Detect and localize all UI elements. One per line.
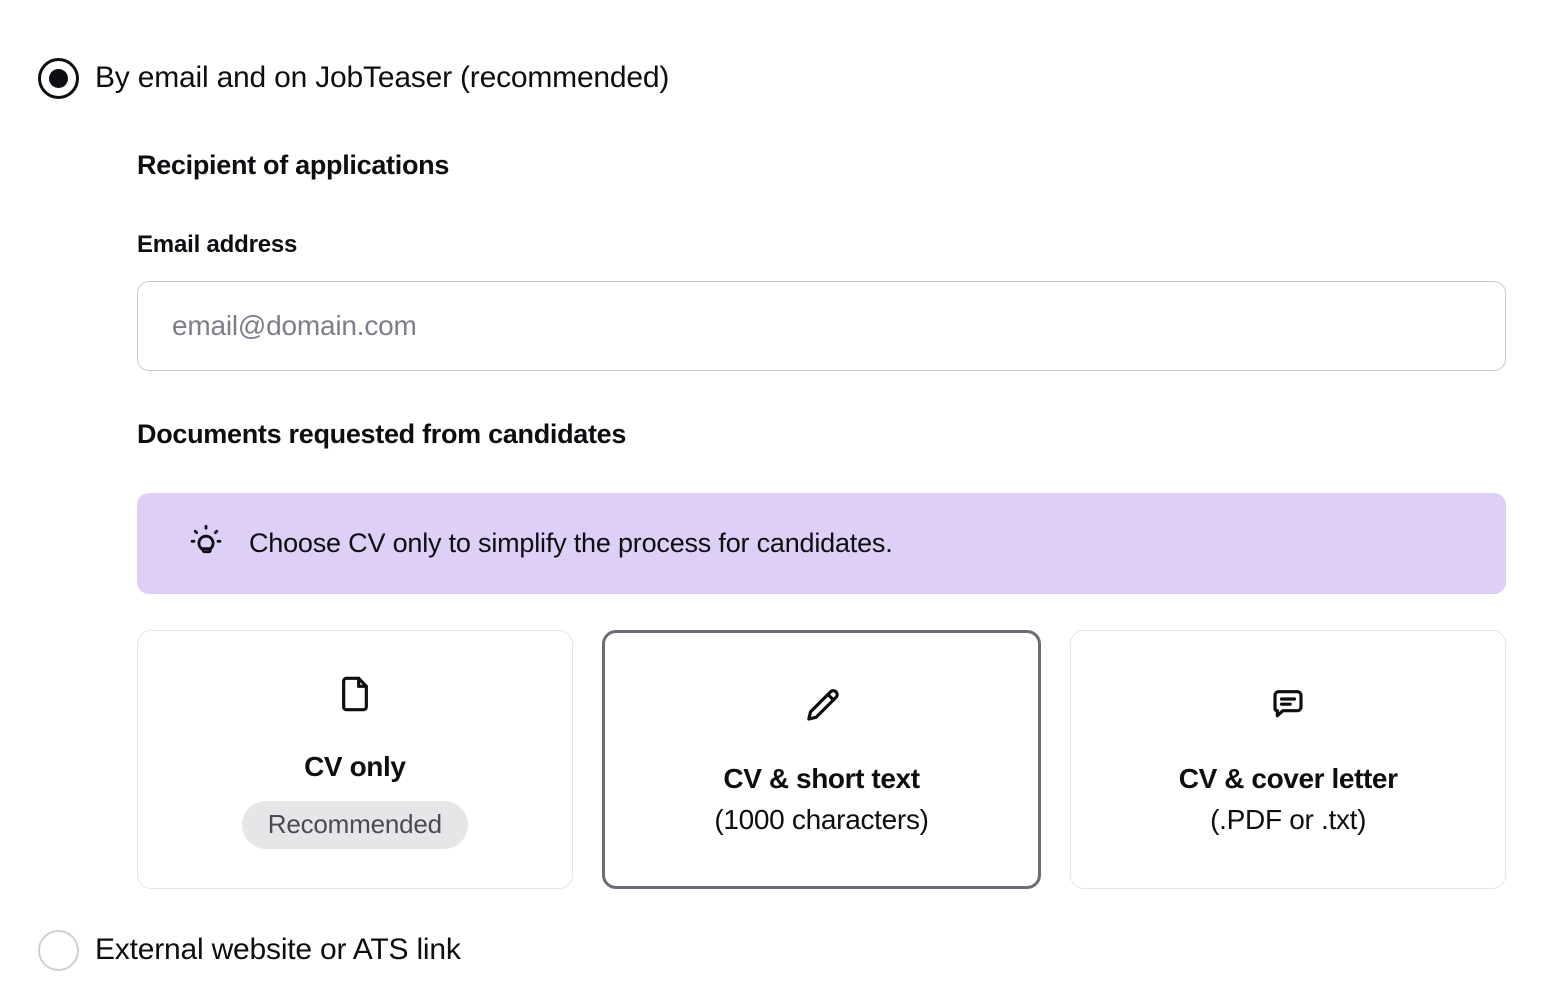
email-field-label: Email address <box>137 231 298 258</box>
document-option-title: CV & short text <box>723 763 920 795</box>
message-icon <box>1268 682 1308 730</box>
recipient-section-title: Recipient of applications <box>137 150 450 180</box>
document-option-cv-and-cover-letter[interactable]: CV & cover letter (.PDF or .txt) <box>1070 630 1507 889</box>
lightbulb-icon <box>189 524 223 563</box>
document-option-cv-and-short-text[interactable]: CV & short text (1000 characters) <box>601 630 1042 889</box>
radio-option-email-and-jobteaser[interactable]: By email and on JobTeaser (recommended) <box>38 58 669 99</box>
document-icon <box>335 670 375 718</box>
document-option-subtitle: (.PDF or .txt) <box>1210 803 1367 835</box>
document-option-title: CV only <box>304 750 406 782</box>
document-options-group: CV only Recommended CV & short text (100… <box>137 630 1507 889</box>
email-option-details: Recipient of applications Email address … <box>137 150 1507 889</box>
document-option-subtitle: (1000 characters) <box>714 803 929 835</box>
documents-section-title: Documents requested from candidates <box>137 419 627 449</box>
radio-option-external-website[interactable]: External website or ATS link <box>38 930 461 971</box>
document-option-cv-only[interactable]: CV only Recommended <box>137 630 573 889</box>
radio-option-email-label: By email and on JobTeaser (recommended) <box>95 61 670 95</box>
recommended-badge: Recommended <box>241 800 468 850</box>
tip-banner-text: Choose CV only to simplify the process f… <box>249 528 893 558</box>
radio-unchecked-icon[interactable] <box>38 930 79 971</box>
radio-dot <box>49 69 68 88</box>
pencil-icon <box>802 682 842 730</box>
radio-option-external-label: External website or ATS link <box>95 933 461 967</box>
email-input[interactable] <box>137 281 1506 371</box>
document-option-title: CV & cover letter <box>1178 763 1398 795</box>
tip-banner: Choose CV only to simplify the process f… <box>137 493 1506 594</box>
radio-checked-icon[interactable] <box>38 58 79 99</box>
